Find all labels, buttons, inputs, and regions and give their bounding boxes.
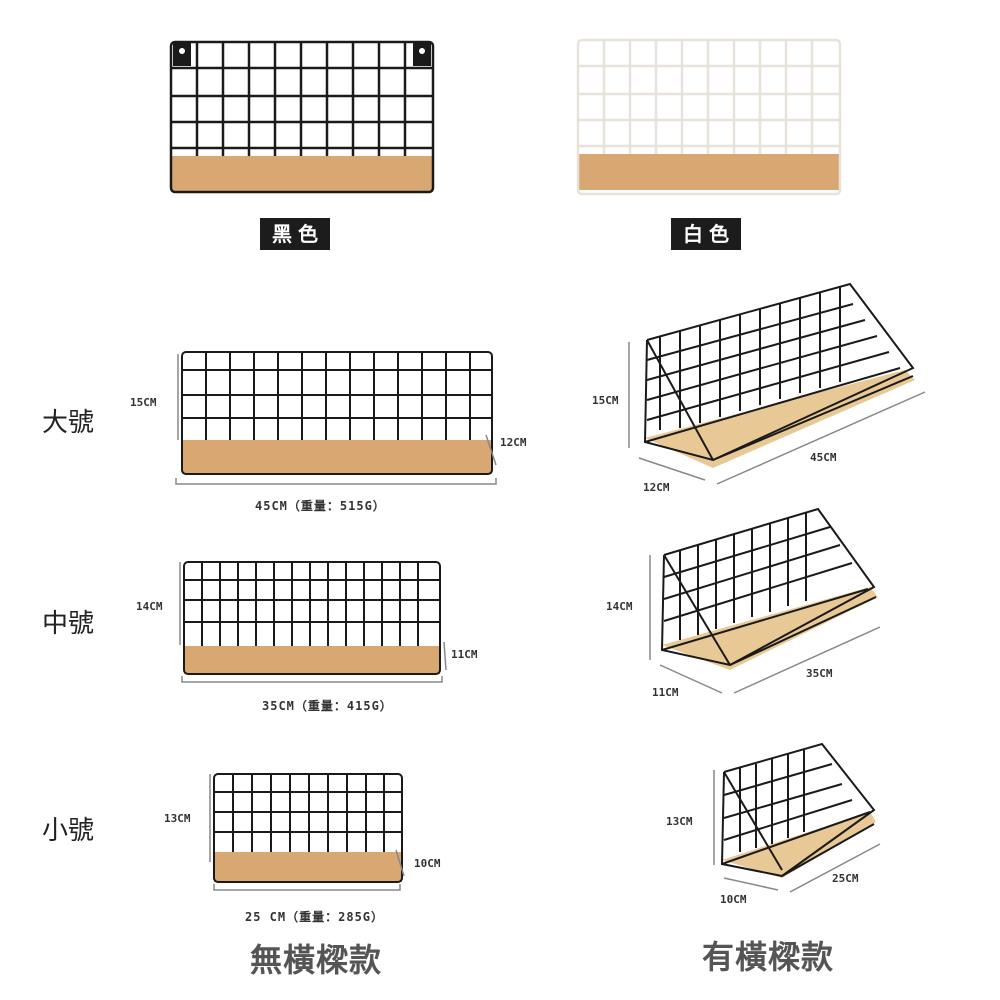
medium-depth-dim: 11CM (451, 648, 478, 661)
small-shelf-flat-image (209, 773, 405, 891)
color-tag-white: 白色 (671, 218, 741, 250)
large-persp-height-dim: 15CM (592, 394, 619, 407)
size-label-large: 大號 (42, 408, 95, 438)
small-depth-dim: 10CM (414, 857, 441, 870)
large-depth-dim: 12CM (500, 436, 527, 449)
large-height-dim: 15CM (130, 396, 157, 409)
black-shelf-image (169, 40, 435, 194)
large-persp-depth-dim: 12CM (643, 481, 670, 494)
white-shelf-image (576, 38, 842, 196)
medium-persp-height-dim: 14CM (606, 600, 633, 613)
small-shelf-perspective-image (713, 742, 881, 893)
small-height-dim: 13CM (164, 812, 191, 825)
medium-shelf-perspective-image (649, 507, 881, 694)
medium-height-dim: 14CM (136, 600, 163, 613)
size-label-small: 小號 (42, 816, 95, 846)
color-tag-black: 黑色 (260, 218, 330, 250)
medium-persp-width-dim: 35CM (806, 667, 833, 680)
small-width-caption: 25 CM（重量：285G） (245, 910, 385, 924)
large-shelf-flat-image (175, 351, 497, 485)
small-persp-width-dim: 25CM (832, 872, 859, 885)
large-persp-width-dim: 45CM (810, 451, 837, 464)
medium-persp-depth-dim: 11CM (652, 686, 679, 699)
style-title-with-crossbar: 有橫樑款 (702, 938, 835, 976)
large-width-caption: 45CM（重量：515G） (255, 499, 386, 513)
large-shelf-perspective-image (628, 282, 926, 485)
style-title-without-crossbar: 無橫樑款 (250, 941, 383, 979)
medium-shelf-flat-image (179, 561, 447, 683)
small-persp-height-dim: 13CM (666, 815, 693, 828)
medium-width-caption: 35CM（重量：415G） (262, 699, 393, 713)
small-persp-depth-dim: 10CM (720, 893, 747, 906)
size-label-medium: 中號 (42, 609, 95, 639)
